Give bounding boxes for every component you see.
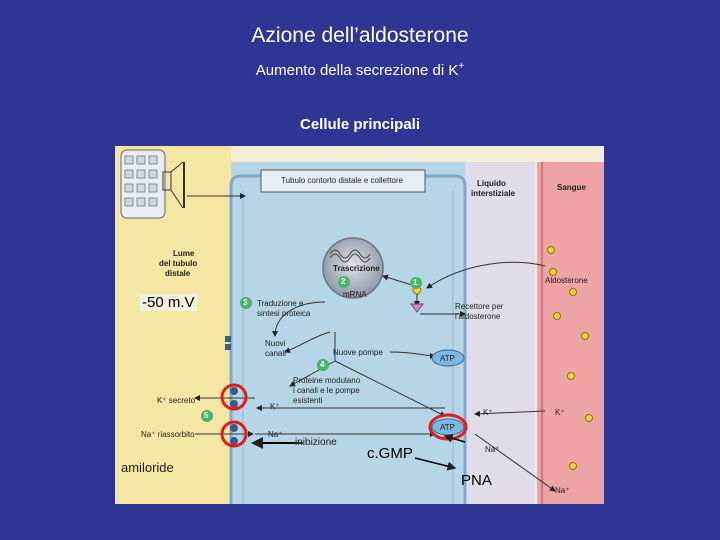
cgmp-annotation: c.GMP [367,445,413,462]
step-3: 3 [243,298,248,307]
step-2: 2 [341,277,346,286]
k-blood-label: K⁺ [555,408,565,417]
interstitial-region [465,162,535,504]
nucleus [322,237,384,299]
section-title: Cellule principali [299,116,421,133]
pna-arrow [443,433,466,443]
slide-title: Azione dell’aldosterone [251,24,469,47]
highlight-k-channel [220,383,248,411]
cgmp-arrow [414,457,457,471]
subtitle-superscript: + [458,61,465,72]
banner-box [260,169,426,193]
blood-label: Sangue [557,183,586,192]
k-secreted-label: K⁺ secreto [157,396,196,405]
blood-region [537,162,604,504]
atp-label-upper: ATP [440,354,455,363]
step-5: 5 [204,411,209,420]
banner-label: Tubulo contorto distale e collettore [281,176,403,185]
na-blood-label: Na⁺ [555,486,570,495]
na-interstitial-label: Na⁺ [485,445,500,454]
lumen-label-1: Lume [173,249,195,258]
k-interstitial-label: K⁺ [483,408,493,417]
slide-subtitle: Aumento della secrezione di K+ [0,61,720,79]
na-cell-label: Na⁺ [268,430,283,439]
receptor-icon [410,303,424,313]
na-reabsorbed-label: Na⁺ riassorbito [141,430,195,439]
lumen-label-2: del tubulo [159,259,198,268]
atp-label-lower: ATP [440,423,455,432]
pna-annotation: PNA [461,472,492,489]
aldosterone-label: Aldosterone [545,276,588,285]
amiloride-annotation: amiloride [121,460,174,475]
modulate-label-1: Proteine modulano [293,376,361,385]
translation-label-2: sintesi proteica [257,309,311,318]
cell-region [231,162,465,504]
subtitle-text: Aumento della secrezione di K [255,62,459,79]
modulate-label-2: i canali e le pompe [293,386,360,395]
aldosterone-figure: Tubulo contorto distale e collettore Liq… [115,146,604,504]
cell-membrane-left [229,174,467,504]
step-1: 1 [413,278,418,287]
inhibition-annotation: inibizione [295,437,337,448]
new-pumps-label: Nuove pompe [333,348,383,357]
interstitial-label-1: Liquido [477,179,506,188]
mrna-label: mRNA [343,290,367,299]
translation-label-1: Traduzione e [257,299,304,308]
new-channels-label-1: Nuovi [265,339,286,348]
lumen-label-3: distale [165,269,191,278]
potential-annotation: -50 m.V [140,294,197,311]
figure-graphics [115,146,604,504]
highlight-na-channel [220,420,248,448]
transcription-label: Trascrizione [333,264,380,273]
pump-atp-upper [431,349,465,367]
k-cell-label: K⁺ [270,402,280,411]
step-4: 4 [320,360,325,369]
new-channels-label-2: canali [265,349,286,358]
interstitial-label-2: interstiziale [471,189,516,198]
receptor-label-1: Recettore per [455,302,504,311]
receptor-label-2: l’aldosterone [455,312,501,321]
modulate-label-3: esistenti [293,396,323,405]
